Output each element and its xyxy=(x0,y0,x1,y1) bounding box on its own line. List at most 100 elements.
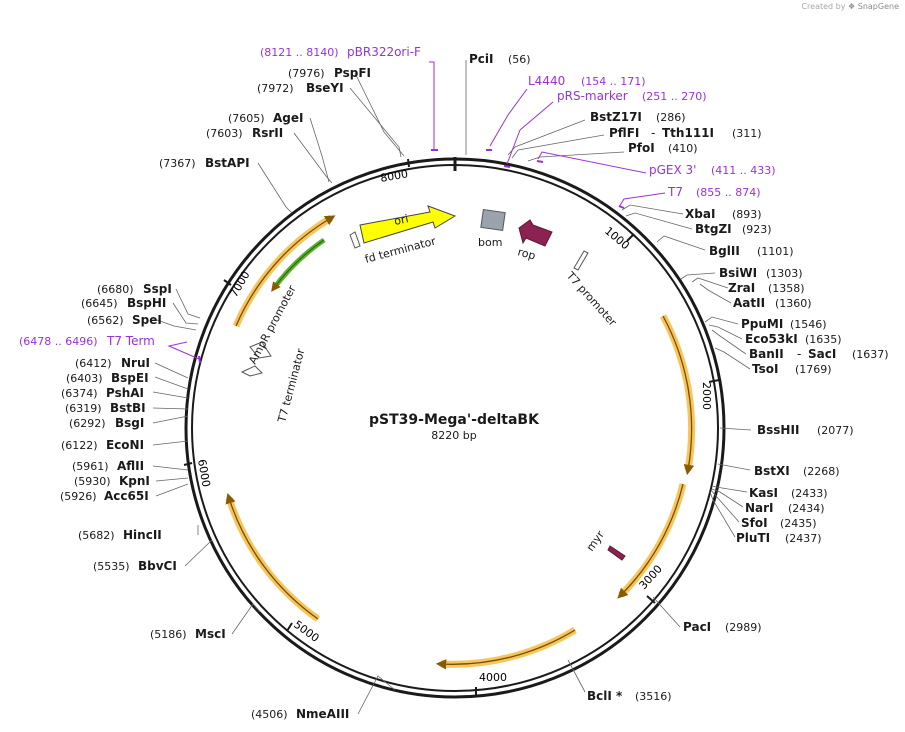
tick-label-6000: 6000 xyxy=(195,458,213,488)
enzyme-pos: (2433) xyxy=(791,487,828,500)
primer-name: T7 xyxy=(667,185,683,199)
enzyme-pos: (5926) xyxy=(60,490,97,503)
myr-arrow xyxy=(607,545,626,561)
t7-promoter-arrow xyxy=(573,250,589,271)
plasmid-size: 8220 bp xyxy=(431,429,476,442)
enzyme-pos: (5682) xyxy=(78,529,115,542)
enzyme-pos: (1637) xyxy=(852,348,889,361)
credit-brand: SnapGene xyxy=(857,2,899,11)
enzyme-name: PciI xyxy=(469,52,494,66)
primer-name: L4440 xyxy=(528,74,565,88)
tick-2000: 2000 xyxy=(700,379,720,410)
enzyme-pos: (5961) xyxy=(72,460,109,473)
enzyme-name: BstAPI xyxy=(205,156,250,170)
enzyme-name: AgeI xyxy=(273,111,303,125)
enzyme-name: NruI xyxy=(121,356,150,370)
enzyme-pos: (6562) xyxy=(87,314,124,327)
enzyme-pos: (6319) xyxy=(65,402,102,415)
feature-label-t7-promoter: T7 promoter xyxy=(563,269,619,330)
enzyme-name: BbvCI xyxy=(138,559,177,573)
ori-arrow xyxy=(359,205,457,244)
tick-4000: 4000 xyxy=(475,671,507,695)
enzyme-name: NarI xyxy=(745,501,774,515)
enzyme-name: BanII xyxy=(749,347,784,361)
feature-label-bom: bom xyxy=(478,236,502,249)
enzyme-pos: (6122) xyxy=(61,439,98,452)
enzyme-name: BstXI xyxy=(754,464,790,478)
enzyme-name: XbaI xyxy=(685,207,715,221)
enzyme-name: PflFI xyxy=(609,126,639,140)
enzyme-name: SpeI xyxy=(132,313,162,327)
enzyme-pos: (1303) xyxy=(766,267,803,280)
enzyme-name: PfoI xyxy=(628,141,655,155)
primer-range: (8121 .. 8140) xyxy=(260,46,339,59)
enzyme-name: AflII xyxy=(117,459,144,473)
enzyme-pos: (2434) xyxy=(788,502,825,515)
enzyme-name: BstZ17I xyxy=(590,110,642,124)
enzyme-pos: (56) xyxy=(508,53,531,66)
enzyme-name: PacI xyxy=(683,620,711,634)
enzyme-pos: (7605) xyxy=(228,112,265,125)
enzyme-pos: (6374) xyxy=(61,387,98,400)
tick-6000: 6000 xyxy=(183,458,213,488)
primer-range: (154 .. 171) xyxy=(581,75,646,88)
enzyme-pos: (410) xyxy=(668,142,698,155)
enzyme-name: BssHII xyxy=(757,423,799,437)
feature-arrow-bottom-left xyxy=(225,496,321,622)
enzyme-pos: (7976) xyxy=(288,67,325,80)
primer-labels: (8121 .. 8140) pBR322ori-F L4440 (154 ..… xyxy=(19,45,776,348)
enzyme-pos: (6292) xyxy=(69,417,106,430)
enzyme-name: BclI * xyxy=(587,689,623,703)
feature-arrow-right xyxy=(659,314,696,471)
enzyme-pos: (6412) xyxy=(75,357,112,370)
enzyme-name: NmeAIII xyxy=(296,707,349,721)
primer-name: T7 Term xyxy=(106,334,155,348)
enzyme-separator: - xyxy=(651,126,655,140)
tick-label-4000: 4000 xyxy=(479,671,507,684)
enzyme-name: BtgZI xyxy=(695,222,732,236)
credit-prefix: Created by xyxy=(801,2,846,11)
rop-arrow xyxy=(518,219,553,247)
enzyme-name: PspFI xyxy=(334,66,371,80)
t7-terminator-arrow xyxy=(240,365,263,377)
enzyme-name: BseYI xyxy=(306,81,344,95)
enzyme-name-2: Tth111I xyxy=(662,126,714,140)
enzyme-pos: (7367) xyxy=(159,157,196,170)
feature-label-t7-terminator: T7 terminator xyxy=(275,347,308,425)
enzyme-pos: (5535) xyxy=(93,560,130,573)
leader-lines xyxy=(152,60,752,715)
enzyme-name: KasI xyxy=(749,486,778,500)
enzyme-pos: (2989) xyxy=(725,621,762,634)
enzyme-pos: (1360) xyxy=(775,297,812,310)
enzyme-name: KpnI xyxy=(119,474,150,488)
enzyme-pos: (1101) xyxy=(757,245,794,258)
enzyme-pos: (286) xyxy=(656,111,686,124)
enzyme-pos: (2437) xyxy=(785,532,822,545)
tick-label-5000: 5000 xyxy=(291,618,321,645)
feature-label-myr: myr xyxy=(584,528,607,554)
enzyme-pos: (1635) xyxy=(805,333,842,346)
feature-arrow-green xyxy=(271,237,326,290)
enzyme-separator: - xyxy=(797,347,801,361)
enzyme-pos: (1358) xyxy=(768,282,805,295)
enzyme-pos: (1769) xyxy=(795,363,832,376)
primer-range: (855 .. 874) xyxy=(696,186,761,199)
enzyme-name: Eco53kI xyxy=(745,332,798,346)
enzyme-pos: (4506) xyxy=(251,708,288,721)
enzyme-name: BsgI xyxy=(115,416,144,430)
enzyme-pos: (5930) xyxy=(74,475,111,488)
enzyme-labels: PciI (56) BstZ17I (286) PflFI - Tth111I … xyxy=(60,52,889,721)
tick-8000: 8000 xyxy=(379,158,410,185)
enzyme-name: Acc65I xyxy=(104,489,149,503)
feature-arrow-bottom xyxy=(440,627,577,668)
enzyme-name: BspHI xyxy=(127,296,166,310)
enzyme-pos: (2435) xyxy=(780,517,817,530)
primer-range: (6478 .. 6496) xyxy=(19,335,98,348)
primer-range: (411 .. 433) xyxy=(711,164,776,177)
enzyme-name: PluTI xyxy=(736,531,770,545)
enzyme-pos: (893) xyxy=(732,208,762,221)
bom-box xyxy=(480,208,506,232)
enzyme-name: SfoI xyxy=(741,516,768,530)
enzyme-name: PshAI xyxy=(106,386,144,400)
